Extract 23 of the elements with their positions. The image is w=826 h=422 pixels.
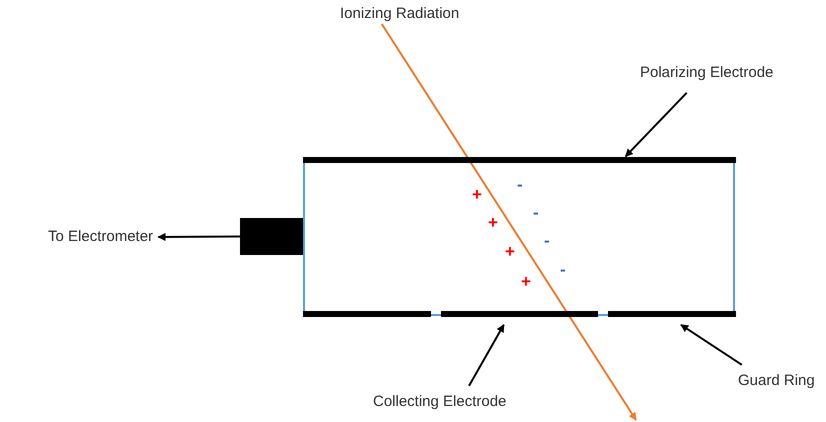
electrode-label: Collecting Electrode <box>373 393 506 411</box>
radiation-label: Ionizing Radiation <box>340 5 460 23</box>
collecting-electrode <box>441 311 598 317</box>
plus-sign: + <box>488 214 498 232</box>
leader-line <box>680 324 742 366</box>
minus-sign: - <box>544 232 550 250</box>
arrow <box>158 232 240 241</box>
guard-ring-label: Guard Ring <box>738 372 815 390</box>
guard-ring-segment <box>608 311 736 317</box>
guard-ring-segment <box>303 311 431 317</box>
output-label: To Electrometer <box>48 228 154 246</box>
leader-line <box>468 324 505 386</box>
minus-sign: - <box>560 261 566 279</box>
leader-line <box>624 92 688 158</box>
minus-sign: - <box>517 176 523 194</box>
polarizing-electrode <box>303 157 736 163</box>
connector-block <box>240 218 303 255</box>
radiation-ray <box>380 23 637 421</box>
minus-sign: - <box>533 204 539 222</box>
electrode-label: Polarizing Electrode <box>640 64 774 82</box>
plus-sign: + <box>521 273 531 291</box>
plus-sign: + <box>472 186 482 204</box>
plus-sign: + <box>505 243 515 261</box>
